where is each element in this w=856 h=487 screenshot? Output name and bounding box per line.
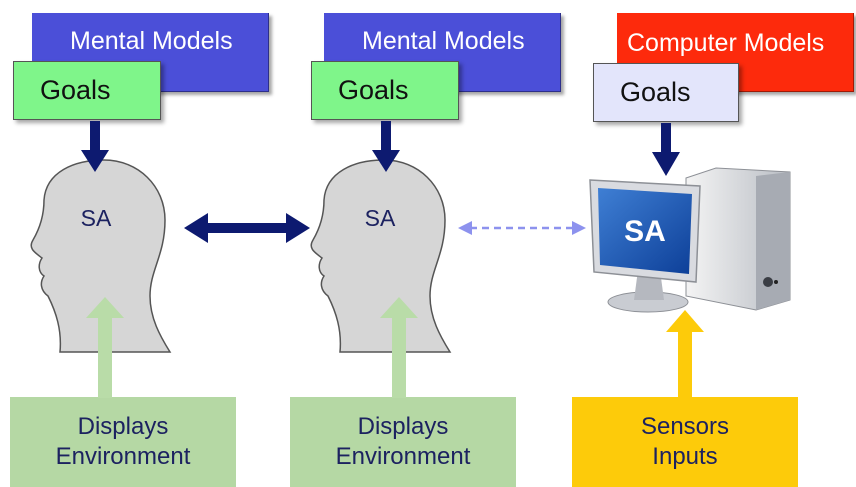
input-arrow-2 — [380, 297, 418, 398]
human-head-icon — [310, 159, 452, 353]
bottom-line-2-1: Displays — [357, 413, 449, 440]
sa-label-2: SA — [365, 205, 396, 231]
displays-environment-box-1: Displays Environment — [10, 397, 236, 487]
goals-label-2: Goals — [338, 75, 409, 105]
input-arrow-3 — [666, 310, 704, 398]
bidirectional-arrow — [184, 213, 310, 243]
goals-label-3: Goals — [620, 77, 691, 107]
human-head-icon — [30, 159, 172, 353]
sa-label-1: SA — [81, 205, 112, 231]
goals-box-2: Goals — [311, 61, 459, 120]
goals-arrow-2 — [372, 121, 400, 172]
bottom-line-1-1: Displays — [77, 413, 169, 440]
bottom-line-2-2: Environment — [335, 443, 471, 470]
goals-box-1: Goals — [13, 61, 161, 120]
goals-label-1: Goals — [40, 75, 111, 105]
sensors-inputs-box: Sensors Inputs — [572, 397, 798, 487]
input-arrow-1 — [86, 297, 124, 398]
goals-box-3: Goals — [593, 63, 739, 122]
bottom-line-1-2: Environment — [55, 443, 191, 470]
goals-arrow-3 — [652, 123, 680, 176]
dashed-bidirectional-arrow — [458, 221, 586, 235]
bottom-line-3-1: Sensors — [640, 413, 730, 440]
goals-arrow-1 — [81, 121, 109, 172]
computer-models-label: Computer Models — [627, 29, 825, 57]
computer-icon: SA — [589, 167, 791, 313]
computer-sa-label: SA — [624, 215, 666, 248]
displays-environment-box-2: Displays Environment — [290, 397, 516, 487]
mental-models-label-1: Mental Models — [70, 27, 233, 55]
bottom-line-3-2: Inputs — [652, 443, 718, 470]
mental-models-label-2: Mental Models — [362, 27, 525, 55]
